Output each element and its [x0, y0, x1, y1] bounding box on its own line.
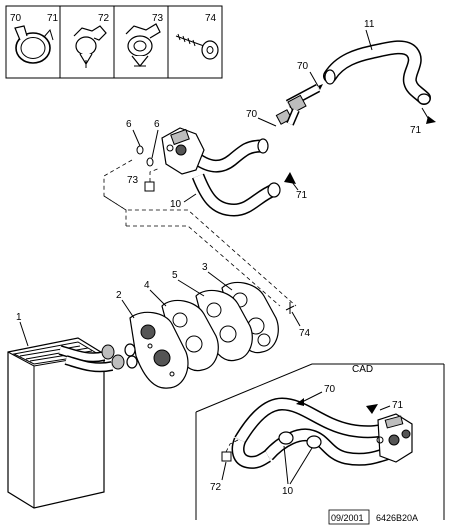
footer-reference: 6426B20A — [376, 513, 418, 523]
callout-4: 4 — [144, 280, 150, 291]
plate-2 — [129, 311, 189, 389]
legend-number-73: 73 — [152, 13, 164, 24]
callout-71-inset: 71 — [392, 400, 404, 411]
legend-number-70: 70 — [10, 13, 22, 24]
legend-number-71: 71 — [47, 13, 59, 24]
hose-clamp-icon — [14, 25, 54, 64]
pipe-assembly — [136, 127, 281, 217]
callout-70-top: 70 — [297, 61, 309, 72]
callout-3: 3 — [202, 262, 208, 273]
cad-inset: CAD — [195, 363, 445, 520]
callout-1: 1 — [16, 312, 22, 323]
footer-date: 09/2001 — [331, 513, 364, 523]
callout-11: 11 — [364, 19, 375, 30]
hose-clip-73-icon — [125, 23, 161, 67]
callout-6-right: 6 — [154, 119, 160, 130]
callout-72: 72 — [210, 482, 222, 493]
legend-number-74: 74 — [205, 13, 217, 24]
legend-number-72: 72 — [98, 13, 110, 24]
callout-74: 74 — [299, 328, 311, 339]
footer: 09/2001 6426B20A — [328, 509, 418, 525]
legend-box: 70 71 72 73 74 — [5, 5, 223, 79]
t-connector — [275, 84, 321, 126]
callout-5: 5 — [172, 270, 178, 281]
hose-clip-72-icon — [73, 25, 107, 68]
callout-6-left: 6 — [126, 119, 132, 130]
callout-10-inset: 10 — [282, 486, 294, 497]
callout-70-inset: 70 — [324, 384, 336, 395]
screw-icon — [175, 33, 219, 60]
inset-title: CAD — [352, 364, 373, 375]
callout-2: 2 — [116, 290, 122, 301]
hose-11 — [323, 29, 431, 105]
callout-70-mid: 70 — [246, 109, 258, 120]
callout-73: 73 — [127, 175, 139, 186]
callout-71-mid: 71 — [296, 190, 308, 201]
callout-10-mid: 10 — [170, 199, 182, 210]
heater-core — [7, 337, 138, 509]
callout-71-top: 71 — [410, 125, 422, 136]
